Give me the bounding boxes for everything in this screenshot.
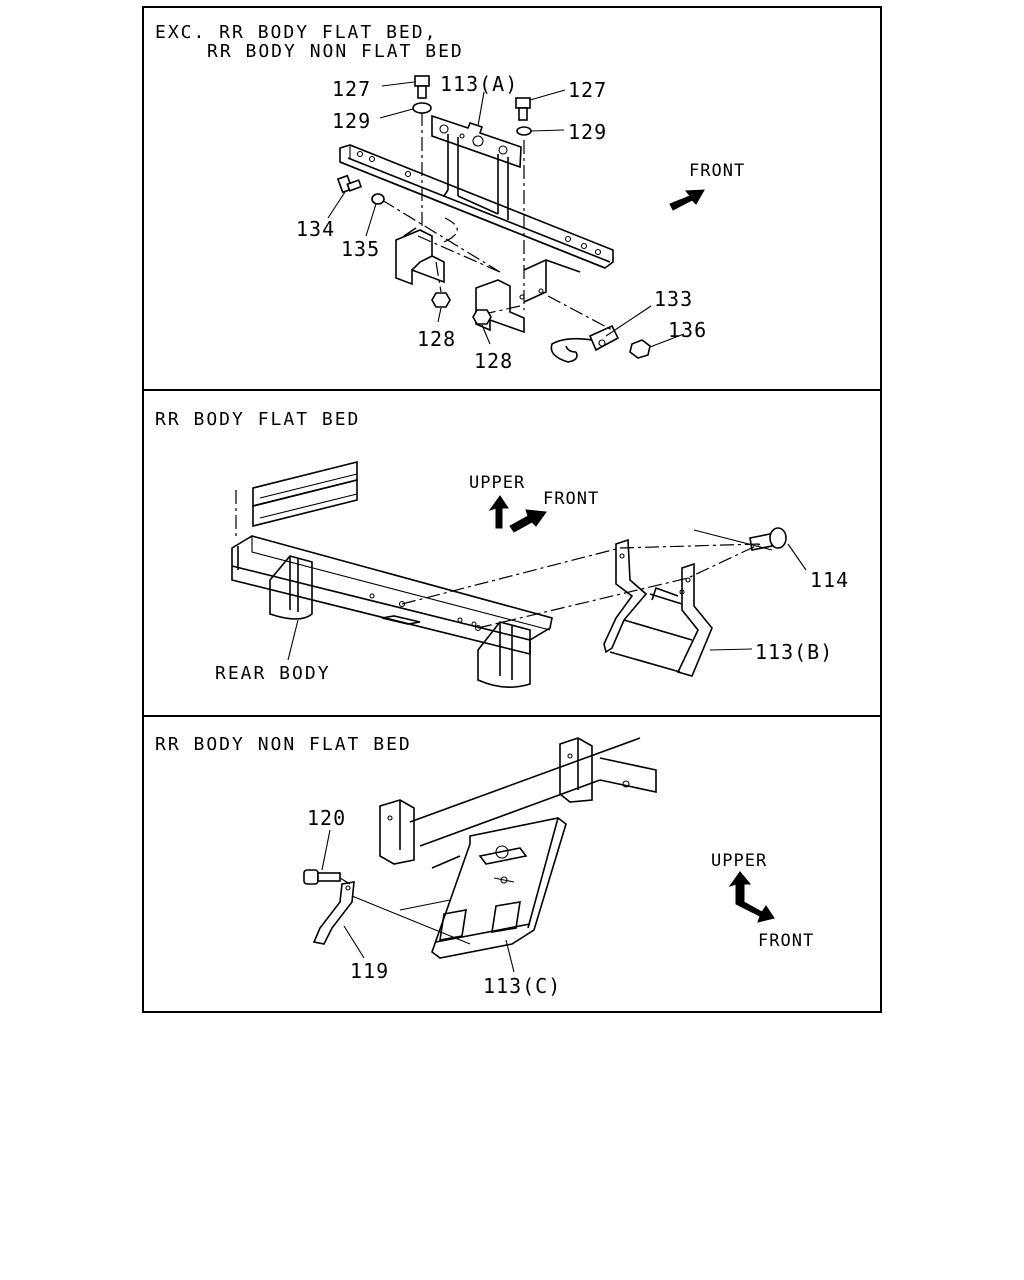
direction-upper-label-2: UPPER bbox=[469, 473, 525, 493]
callout-114: 114 bbox=[810, 568, 849, 592]
callout-128-left: 128 bbox=[417, 327, 456, 351]
bracket-113b bbox=[603, 538, 713, 677]
callout-120: 120 bbox=[307, 806, 346, 830]
callout-113b: 113(B) bbox=[755, 640, 833, 664]
stay-119 bbox=[312, 881, 355, 945]
bolt-120 bbox=[303, 869, 341, 885]
callout-128-right: 128 bbox=[474, 349, 513, 373]
frame-crossmember bbox=[231, 535, 553, 656]
callout-113c: 113(C) bbox=[483, 974, 561, 998]
direction-front-label-3: FRONT bbox=[758, 931, 814, 951]
callout-135: 135 bbox=[341, 237, 380, 261]
callout-129-right: 129 bbox=[568, 120, 607, 144]
diagram-frame bbox=[142, 6, 882, 1013]
washer-129-left bbox=[412, 102, 432, 114]
callout-136: 136 bbox=[668, 318, 707, 342]
washer-129-right bbox=[516, 126, 532, 136]
bumper-bar bbox=[339, 144, 614, 269]
frame-side-members bbox=[269, 555, 531, 688]
leaders-panel-3 bbox=[321, 829, 515, 973]
callout-129-left: 129 bbox=[332, 109, 371, 133]
panel-1-caption-line2: RR BODY NON FLAT BED bbox=[207, 41, 464, 62]
leaders-panel-1 bbox=[327, 81, 685, 348]
washer-135 bbox=[371, 193, 385, 205]
direction-front-label-1: FRONT bbox=[689, 161, 745, 181]
callout-127-left: 127 bbox=[332, 77, 371, 101]
direction-front-label-2: FRONT bbox=[543, 489, 599, 509]
assembly-lines-2 bbox=[401, 529, 773, 629]
leaders-panel-2 bbox=[287, 543, 807, 661]
front-arrow-icon-2 bbox=[509, 509, 547, 533]
front-arrow-icon bbox=[669, 189, 705, 211]
callout-119: 119 bbox=[350, 959, 389, 983]
tow-hook-133 bbox=[550, 324, 620, 363]
bracket-113c bbox=[431, 817, 567, 959]
callout-113a: 113(A) bbox=[440, 72, 518, 96]
direction-upper-label-3: UPPER bbox=[711, 851, 767, 871]
panel-1-caption-line1: EXC. RR BODY FLAT BED, bbox=[155, 22, 437, 43]
frame-beam-3 bbox=[379, 737, 657, 869]
assembly-lines-3 bbox=[339, 877, 471, 945]
nut-128-right bbox=[472, 309, 492, 325]
panel-2: RR BODY FLAT BED bbox=[155, 409, 849, 688]
bracket-113a bbox=[431, 114, 522, 220]
panel-3: RR BODY NON FLAT BED bbox=[155, 734, 814, 998]
bolt-114 bbox=[749, 527, 787, 551]
callout-127-right: 127 bbox=[568, 78, 607, 102]
upper-arrow-icon bbox=[488, 495, 509, 529]
bolt-127-right bbox=[515, 97, 531, 121]
upper-front-arrow-icon bbox=[728, 871, 775, 923]
nut-128-left bbox=[431, 292, 451, 308]
panel-3-caption: RR BODY NON FLAT BED bbox=[155, 734, 412, 755]
bolt-134 bbox=[336, 174, 363, 194]
assembly-lines-1 bbox=[381, 112, 613, 331]
callout-133: 133 bbox=[654, 287, 693, 311]
callout-134: 134 bbox=[296, 217, 335, 241]
panel-2-caption: RR BODY FLAT BED bbox=[155, 409, 360, 430]
nut-136 bbox=[629, 339, 651, 359]
callout-rear-body: REAR BODY bbox=[215, 663, 331, 684]
bolt-127-left bbox=[414, 75, 430, 99]
panel-1: EXC. RR BODY FLAT BED, RR BODY NON FLAT … bbox=[155, 22, 745, 373]
rear-body-sill bbox=[235, 460, 358, 540]
